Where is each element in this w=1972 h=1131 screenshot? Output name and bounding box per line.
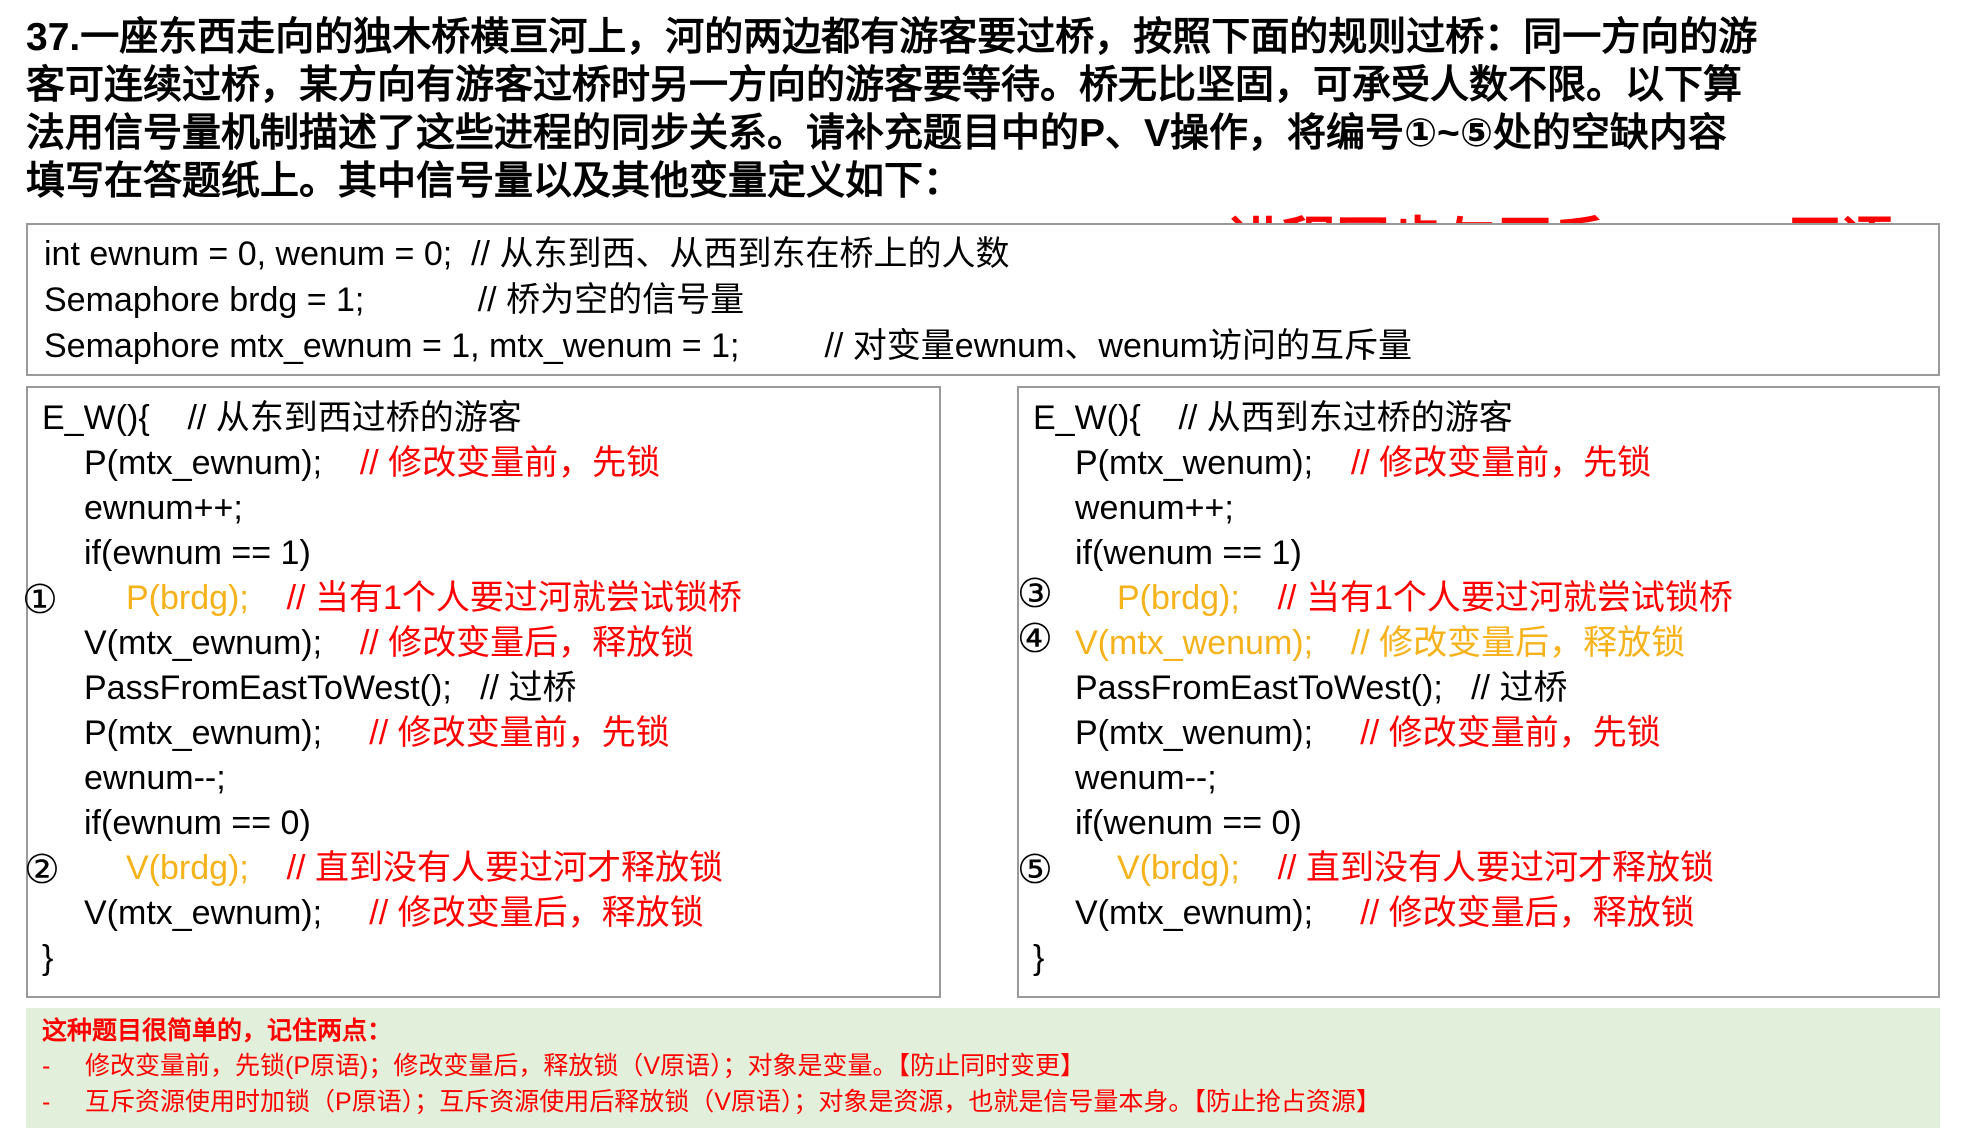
code-line: PassFromEastToWest(); // 过桥 — [1075, 669, 1568, 707]
code-line: V(mtx_ewnum); // 修改变量后，释放锁 — [84, 893, 704, 933]
def-line: Semaphore brdg = 1; // 桥为空的信号量 — [44, 281, 745, 319]
code-comment: // 修改变量前，先锁 — [1350, 444, 1652, 482]
code-line: P(brdg); // 当有1个人要过河就尝试锁桥 — [126, 578, 742, 618]
code-line: if(wenum == 1) — [1075, 534, 1302, 572]
tip-item: - 修改变量前，先锁(P原语)；修改变量后，释放锁（V原语）；对象是变量。【防止… — [42, 1052, 1086, 1080]
code-line: if(ewnum == 1) — [84, 534, 311, 572]
tip-box: 这种题目很简单的，记住两点： - 修改变量前，先锁(P原语)；修改变量后，释放锁… — [26, 1008, 1940, 1128]
code-line: V(brdg); // 直到没有人要过河才释放锁 — [126, 848, 723, 888]
code-line: wenum++; — [1075, 489, 1234, 527]
code-comment: // 当有1个人要过河就尝试锁桥 — [286, 579, 742, 617]
code-line: PassFromEastToWest(); // 过桥 — [84, 669, 577, 707]
code-comment: // 修改变量前，先锁 — [369, 714, 670, 752]
question-text: 37.一座东西走向的独木桥横亘河上，河的两边都有游客要过桥，按照下面的规则过桥：… — [26, 16, 1758, 203]
code-line: P(mtx_wenum); // 修改变量前，先锁 — [1075, 713, 1661, 753]
code-text: P(mtx_ewnum); — [84, 444, 360, 482]
code-comment: // 修改变量前，先锁 — [1360, 714, 1661, 752]
code-text: V(mtx_ewnum); — [1075, 894, 1361, 932]
blank-marker-4: ④ — [1017, 617, 1053, 661]
code-line: V(brdg); // 直到没有人要过河才释放锁 — [1117, 848, 1714, 888]
code-comment: // 修改变量后，释放锁 — [1360, 894, 1695, 932]
answer-line: V(mtx_wenum); // 修改变量后，释放锁 — [1075, 624, 1686, 662]
west-east-code-panel: E_W(){ // 从西到东过桥的游客 P(mtx_wenum); // 修改变… — [1017, 386, 1940, 998]
code-comment: // 直到没有人要过河才释放锁 — [286, 849, 723, 887]
code-comment: // 修改变量前，先锁 — [359, 444, 661, 482]
code-line: P(brdg); // 当有1个人要过河就尝试锁桥 — [1117, 578, 1733, 618]
answer-text: V(brdg); — [126, 849, 287, 887]
code-text: P(mtx_ewnum); — [84, 714, 370, 752]
code-text: V(mtx_ewnum); — [84, 894, 370, 932]
code-line: wenum--; — [1075, 759, 1217, 797]
code-line: P(mtx_wenum); // 修改变量前，先锁 — [1075, 443, 1651, 483]
code-line: ewnum--; — [84, 759, 226, 797]
code-line: if(wenum == 0) — [1075, 804, 1302, 842]
blank-marker-1: ① — [22, 578, 58, 622]
code-line: V(mtx_ewnum); // 修改变量后，释放锁 — [1075, 893, 1695, 933]
def-line: Semaphore mtx_ewnum = 1, mtx_wenum = 1; … — [44, 327, 1413, 365]
code-line: V(mtx_ewnum); // 修改变量后，释放锁 — [84, 623, 694, 663]
blank-marker-5: ⑤ — [1017, 848, 1053, 892]
answer-text: P(brdg); — [1117, 579, 1278, 617]
tip-title: 这种题目很简单的，记住两点： — [42, 1017, 393, 1045]
blank-marker-3: ③ — [1017, 572, 1053, 616]
east-west-code-panel: E_W(){ // 从东到西过桥的游客 P(mtx_ewnum); // 修改变… — [22, 386, 941, 998]
function-header: E_W(){ // 从西到东过桥的游客 — [1033, 399, 1513, 437]
function-header: E_W(){ // 从东到西过桥的游客 — [42, 399, 522, 437]
code-comment: // 直到没有人要过河才释放锁 — [1277, 849, 1714, 887]
def-line: int ewnum = 0, wenum = 0; // 从东到西、从西到东在桥… — [44, 235, 1010, 273]
code-line: } — [42, 939, 54, 977]
answer-text: V(brdg); — [1117, 849, 1278, 887]
tip-item: - 互斥资源使用时加锁（P原语）；互斥资源使用后释放锁（V原语）；对象是资源，也… — [42, 1088, 1381, 1116]
code-line: } — [1033, 939, 1045, 977]
code-line: if(ewnum == 0) — [84, 804, 311, 842]
code-text: V(mtx_ewnum); — [84, 624, 360, 662]
code-comment: // 修改变量后，释放锁 — [359, 624, 695, 662]
code-text: P(mtx_wenum); — [1075, 714, 1361, 752]
variable-definitions: int ewnum = 0, wenum = 0; // 从东到西、从西到东在桥… — [26, 223, 1940, 376]
code-comment: // 修改变量后，释放锁 — [369, 894, 704, 932]
code-line: P(mtx_ewnum); // 修改变量前，先锁 — [84, 443, 660, 483]
code-line: ewnum++; — [84, 489, 243, 527]
code-line: P(mtx_ewnum); // 修改变量前，先锁 — [84, 713, 670, 753]
answer-text: P(brdg); — [126, 579, 287, 617]
blank-marker-2: ② — [24, 848, 60, 892]
code-comment: // 当有1个人要过河就尝试锁桥 — [1277, 579, 1733, 617]
code-text: P(mtx_wenum); — [1075, 444, 1351, 482]
